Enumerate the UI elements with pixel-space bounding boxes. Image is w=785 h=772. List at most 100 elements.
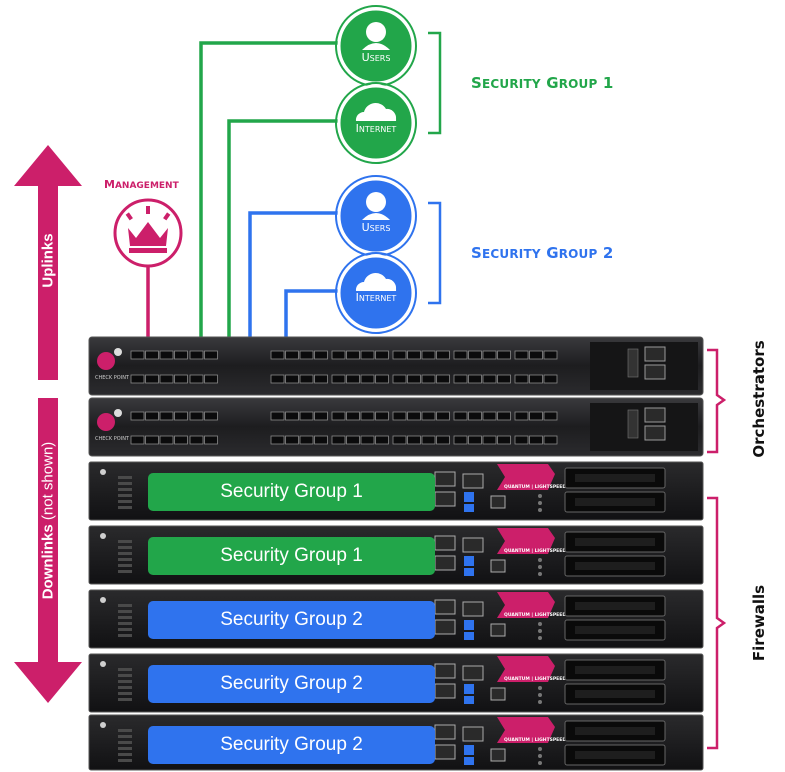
sfp-port bbox=[360, 435, 375, 445]
firewall-group-label: Security Group 2 bbox=[148, 726, 435, 764]
sfp-port bbox=[436, 374, 450, 384]
usb-port bbox=[464, 492, 474, 502]
sfp-port bbox=[529, 350, 543, 360]
sfp-port bbox=[514, 435, 529, 445]
ethernet-port bbox=[462, 601, 484, 617]
sfp-port bbox=[145, 374, 159, 384]
sfp-port bbox=[453, 435, 468, 445]
sfp-port bbox=[299, 350, 314, 360]
sfp-port bbox=[529, 435, 543, 445]
sfp-port bbox=[407, 411, 421, 421]
security-group-2-title: SECURITY GROUP 2 bbox=[471, 244, 614, 262]
usb-port bbox=[464, 568, 474, 576]
usb-port bbox=[464, 620, 474, 630]
uplinks-arrow bbox=[14, 145, 82, 380]
sfp-port bbox=[482, 435, 497, 445]
sfp-port bbox=[204, 411, 218, 421]
firewall-group-label: Security Group 1 bbox=[148, 537, 435, 575]
sfp-port bbox=[514, 411, 529, 421]
sfp-port bbox=[453, 350, 468, 360]
sfp-port bbox=[497, 411, 511, 421]
group2-internet-circle bbox=[335, 252, 417, 334]
sfp-port bbox=[543, 435, 558, 445]
sfp-port bbox=[270, 435, 285, 445]
sfp-port bbox=[285, 435, 299, 445]
group1-users-circle bbox=[335, 5, 417, 87]
sfp-port bbox=[421, 350, 436, 360]
sfp-port bbox=[204, 350, 218, 360]
sfp-port bbox=[314, 435, 328, 445]
sfp-port bbox=[174, 411, 188, 421]
quantum-lightspeed-badge bbox=[497, 656, 555, 682]
orchestrators-bracket bbox=[707, 348, 727, 454]
security-group-1-title: SECURITY GROUP 1 bbox=[471, 74, 614, 92]
sfp-port bbox=[421, 374, 436, 384]
sfp-port bbox=[331, 435, 346, 445]
sfp-port bbox=[436, 350, 450, 360]
group2-bracket bbox=[428, 201, 442, 305]
sfp-port bbox=[331, 411, 346, 421]
group1-bracket bbox=[428, 31, 442, 135]
quantum-lightspeed-badge bbox=[497, 592, 555, 618]
sfp-port bbox=[375, 411, 389, 421]
ethernet-port bbox=[644, 346, 666, 362]
sfp-port bbox=[497, 374, 511, 384]
group1-users-label: USERS bbox=[361, 51, 391, 64]
sfp-port bbox=[159, 350, 174, 360]
sfp-port bbox=[529, 411, 543, 421]
sfp-port bbox=[270, 350, 285, 360]
group2-users-circle bbox=[335, 175, 417, 257]
sfp-port bbox=[174, 374, 188, 384]
orchestrators-label: Orchestrators bbox=[750, 340, 768, 458]
firewalls-bracket bbox=[707, 496, 727, 750]
sfp-port bbox=[145, 435, 159, 445]
ethernet-port bbox=[462, 473, 484, 489]
sfp-port bbox=[392, 374, 407, 384]
ethernet-port bbox=[462, 665, 484, 681]
quantum-lightspeed-badge bbox=[497, 464, 555, 490]
user-icon bbox=[366, 192, 386, 212]
sfp-port bbox=[159, 435, 174, 445]
quantum-lightspeed-badge bbox=[497, 717, 555, 743]
sfp-port bbox=[204, 374, 218, 384]
sfp-port bbox=[174, 350, 188, 360]
sfp-port bbox=[314, 374, 328, 384]
sfp-port bbox=[468, 350, 482, 360]
group1-connections bbox=[199, 41, 342, 358]
orchestrator-switch: CHECK POINT bbox=[88, 397, 704, 457]
sfp-port bbox=[482, 374, 497, 384]
sfp-port bbox=[468, 411, 482, 421]
usb-port bbox=[464, 696, 474, 704]
firewall-group-label: Security Group 1 bbox=[148, 473, 435, 511]
sfp-port bbox=[360, 411, 375, 421]
sfp-port bbox=[375, 435, 389, 445]
sfp-port bbox=[270, 411, 285, 421]
sfp-port bbox=[130, 350, 145, 360]
sfp-port bbox=[482, 350, 497, 360]
group1-internet-circle bbox=[335, 82, 417, 164]
sfp-port bbox=[543, 411, 558, 421]
sfp-port bbox=[543, 374, 558, 384]
sfp-port bbox=[529, 374, 543, 384]
sfp-port bbox=[189, 435, 204, 445]
model-text: QUANTUM | LIGHTSPEED bbox=[504, 484, 566, 490]
downlinks-arrow bbox=[14, 398, 82, 703]
usb-port bbox=[464, 504, 474, 512]
sfp-port bbox=[174, 435, 188, 445]
sfp-port bbox=[436, 411, 450, 421]
sfp-port bbox=[189, 350, 204, 360]
sfp-port bbox=[285, 374, 299, 384]
sfp-port bbox=[375, 350, 389, 360]
sfp-port bbox=[346, 350, 360, 360]
firewall-group-label: Security Group 2 bbox=[148, 601, 435, 639]
firewalls-label: Firewalls bbox=[750, 584, 768, 662]
sfp-port bbox=[159, 411, 174, 421]
orchestrator-switch: CHECK POINT bbox=[88, 336, 704, 396]
sfp-port bbox=[497, 435, 511, 445]
sfp-port bbox=[130, 374, 145, 384]
sfp-port bbox=[436, 435, 450, 445]
cloud-icon bbox=[355, 273, 397, 291]
check-point-brand-text: CHECK POINT bbox=[95, 436, 130, 442]
